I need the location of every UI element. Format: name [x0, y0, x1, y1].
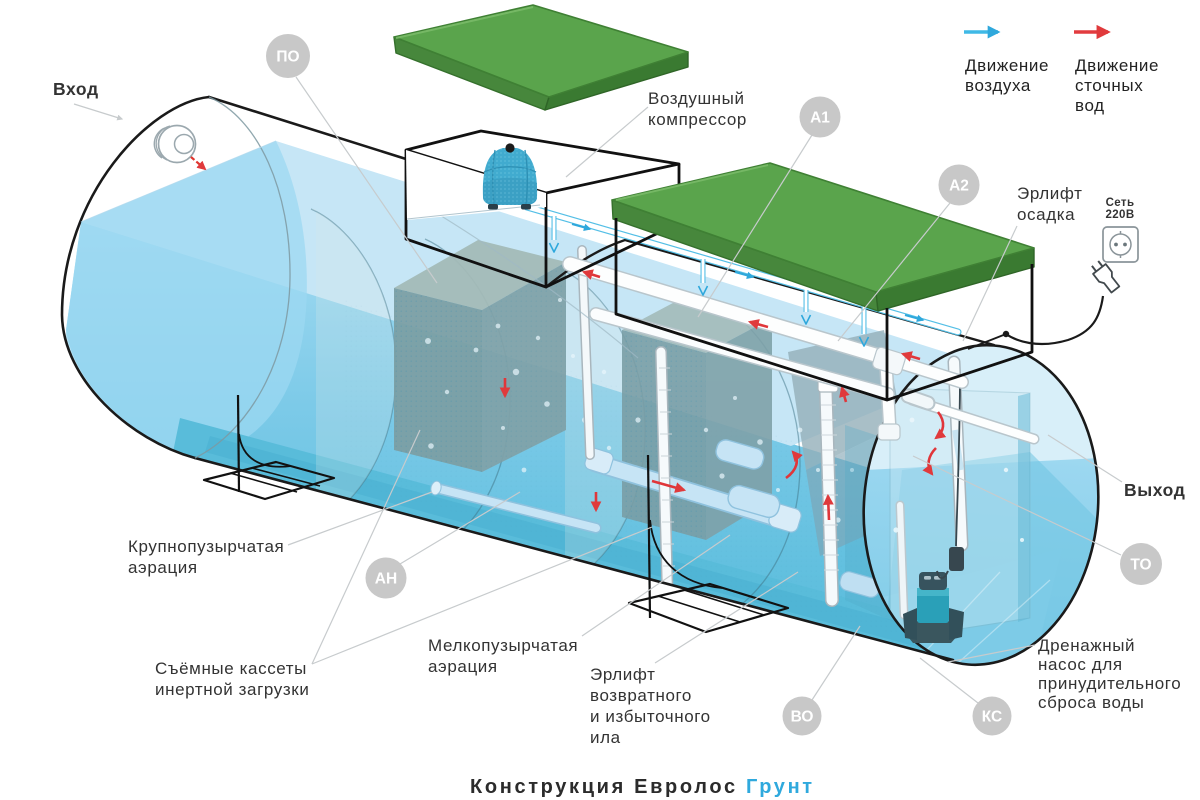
svg-text:Мелкопузырчатая: Мелкопузырчатая	[428, 636, 578, 655]
svg-text:Крупнопузырчатая: Крупнопузырчатая	[128, 537, 284, 556]
svg-text:аэрация: аэрация	[128, 558, 198, 577]
svg-text:ила: ила	[590, 728, 621, 747]
svg-text:Эрлифт: Эрлифт	[1017, 184, 1083, 203]
svg-text:инертной загрузки: инертной загрузки	[155, 680, 309, 699]
svg-text:Выход: Выход	[1124, 480, 1185, 500]
svg-text:воздуха: воздуха	[965, 76, 1031, 95]
svg-text:Воздушный: Воздушный	[648, 89, 745, 108]
svg-text:ВО: ВО	[791, 709, 814, 726]
svg-text:Вход: Вход	[53, 79, 99, 99]
svg-text:Эрлифт: Эрлифт	[590, 665, 656, 684]
svg-text:возвратного: возвратного	[590, 686, 692, 705]
svg-text:и избыточного: и избыточного	[590, 707, 711, 726]
svg-text:АН: АН	[375, 571, 397, 588]
svg-text:Съёмные кассеты: Съёмные кассеты	[155, 659, 307, 678]
svg-text:аэрация: аэрация	[428, 657, 498, 676]
svg-text:Дренажный: Дренажный	[1038, 636, 1135, 655]
svg-text:осадка: осадка	[1017, 205, 1075, 224]
svg-text:220В: 220В	[1105, 209, 1134, 221]
svg-text:ПО: ПО	[276, 49, 299, 66]
svg-text:КС: КС	[982, 709, 1002, 726]
svg-text:ТО: ТО	[1130, 557, 1151, 574]
svg-text:компрессор: компрессор	[648, 110, 747, 129]
svg-text:сброса воды: сброса воды	[1038, 693, 1144, 712]
svg-text:А2: А2	[949, 178, 969, 195]
svg-text:Движение: Движение	[965, 56, 1049, 75]
svg-text:сточных: сточных	[1075, 76, 1143, 95]
svg-text:А1: А1	[810, 110, 830, 127]
svg-text:Сеть: Сеть	[1106, 197, 1135, 209]
svg-text:Конструкция Евролос Грунт: Конструкция Евролос Грунт	[470, 776, 815, 798]
svg-text:насос для: насос для	[1038, 655, 1123, 674]
svg-text:вод: вод	[1075, 96, 1105, 115]
svg-text:Движение: Движение	[1075, 56, 1159, 75]
svg-text:принудительного: принудительного	[1038, 674, 1181, 693]
